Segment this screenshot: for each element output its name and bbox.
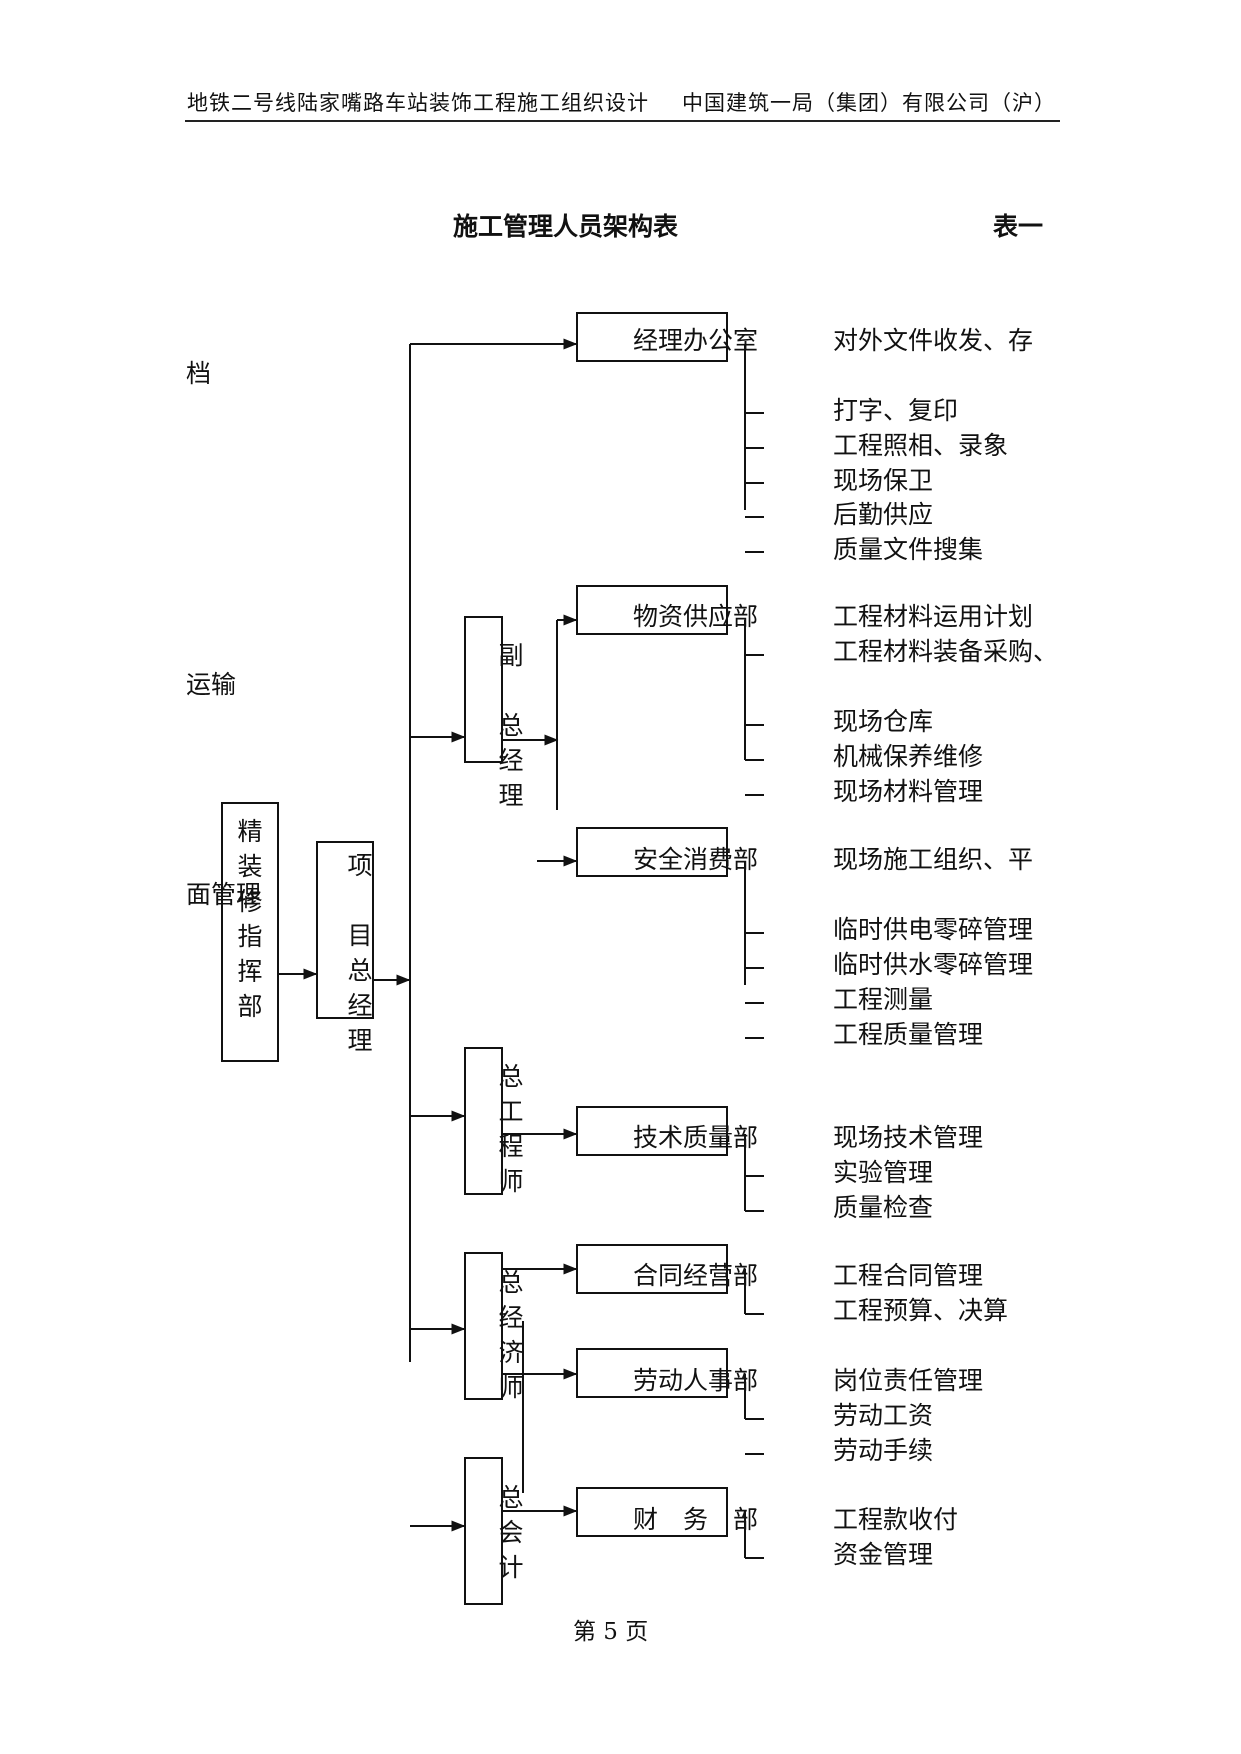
command-char: 指: [237, 922, 263, 951]
command-char: 修: [237, 887, 263, 916]
supply-box: [576, 585, 728, 635]
pm-char: 理: [347, 1026, 373, 1055]
duty-item: 现场技术管理: [833, 1123, 984, 1152]
command-char: 部: [237, 992, 263, 1021]
command-char: 精: [237, 817, 263, 846]
duty-item: 工程质量管理: [833, 1020, 984, 1049]
overflow-fragment-text: 面管理: [186, 880, 262, 909]
duty-wrap-text: 档: [186, 359, 212, 388]
dept-supply: 物资供应部: [633, 602, 759, 631]
command-char: 装: [237, 852, 263, 881]
page-title: 施工管理人员架构表: [453, 212, 679, 241]
command-char: 挥: [237, 957, 263, 986]
duty-item: 工程预算、决算: [833, 1296, 1009, 1325]
duty-item: 实验管理: [833, 1158, 934, 1187]
duty-item: 对外文件收发、存: [833, 326, 1034, 355]
duty-item: 现场保卫: [833, 466, 934, 495]
dept-tech: 技术质量部: [633, 1123, 759, 1152]
dept-office: 经理办公室: [633, 326, 759, 355]
role-char: 会: [498, 1518, 524, 1547]
role-char: 师: [498, 1167, 524, 1196]
role-char: 总: [498, 1483, 524, 1512]
chief-accountant-label: 总 会 计: [494, 1478, 528, 1583]
role-char: 济: [498, 1338, 524, 1367]
chief-engineer-label: 总 工 程 师: [494, 1057, 528, 1197]
role-char: 经: [498, 746, 524, 775]
chief-economist-label: 总 经 济 师: [494, 1263, 528, 1403]
duty-item: 工程测量: [833, 985, 934, 1014]
duty-item: 资金管理: [833, 1540, 934, 1569]
duty-item: 质量检查: [833, 1193, 934, 1222]
table-number: 表一: [993, 212, 1044, 241]
role-char: 理: [498, 781, 524, 810]
header-project-title: 地铁二号线陆家嘴路车站装饰工程施工组织设计: [187, 91, 649, 115]
duty-item: 工程照相、录象: [833, 431, 1009, 460]
dept-contract: 合同经营部: [633, 1261, 759, 1290]
pm-box: [316, 841, 374, 1019]
deputy-label: 副 总 经 理: [494, 636, 528, 811]
dept-finance: 财 务 部: [633, 1505, 759, 1534]
pm-char: 目: [347, 921, 373, 950]
duty-item: 现场材料管理: [833, 777, 984, 806]
role-char: 计: [498, 1553, 524, 1582]
duty-item: 临时供电零碎管理: [833, 915, 1034, 944]
duty-item: 机械保养维修: [833, 742, 984, 771]
duty-item: 劳动手续: [833, 1436, 934, 1465]
duty-item: 现场施工组织、平: [833, 845, 1034, 874]
page-header: 地铁二号线陆家嘴路车站装饰工程施工组织设计 中国建筑一局（集团）有限公司（沪）: [185, 86, 1060, 122]
dept-labor: 劳动人事部: [633, 1366, 759, 1395]
duty-item: 工程材料装备采购、: [833, 637, 1059, 666]
page-number: 第 5 页: [573, 1619, 649, 1645]
role-char: 师: [498, 1373, 524, 1402]
duty-item: 工程款收付: [833, 1505, 959, 1534]
pm-char: 总: [347, 956, 373, 985]
role-char: 程: [498, 1132, 524, 1161]
duty-item: 岗位责任管理: [833, 1366, 984, 1395]
safety-box: [576, 827, 728, 877]
command-box: [221, 802, 279, 1062]
duty-item: 现场仓库: [833, 707, 934, 736]
dept-safety: 安全消费部: [633, 845, 759, 874]
duty-item: 工程合同管理: [833, 1261, 984, 1290]
role-char: 工: [498, 1097, 524, 1126]
pm-label: 项 目 总 经 理: [343, 846, 377, 1056]
duty-item: 工程材料运用计划: [833, 602, 1034, 631]
role-char: 经: [498, 1303, 524, 1332]
pm-char: 项: [347, 851, 373, 880]
pm-char: 经: [347, 991, 373, 1020]
role-char: 总: [498, 1062, 524, 1091]
office-box: [576, 312, 728, 362]
deputy-box: [464, 616, 503, 763]
role-char: 总: [498, 1268, 524, 1297]
role-char: 副: [498, 641, 524, 670]
duty-item: 劳动工资: [833, 1401, 934, 1430]
duty-item: 临时供水零碎管理: [833, 950, 1034, 979]
command-label: 精 装 修 指 挥 部: [233, 812, 267, 1022]
duty-wrap-text: 运输: [186, 670, 237, 699]
duty-item: 质量文件搜集: [833, 535, 984, 564]
duty-item: 打字、复印: [833, 396, 959, 425]
duty-item: 后勤供应: [833, 500, 934, 529]
header-company: 中国建筑一局（集团）有限公司（沪）: [682, 91, 1056, 115]
role-char: 总: [498, 711, 524, 740]
